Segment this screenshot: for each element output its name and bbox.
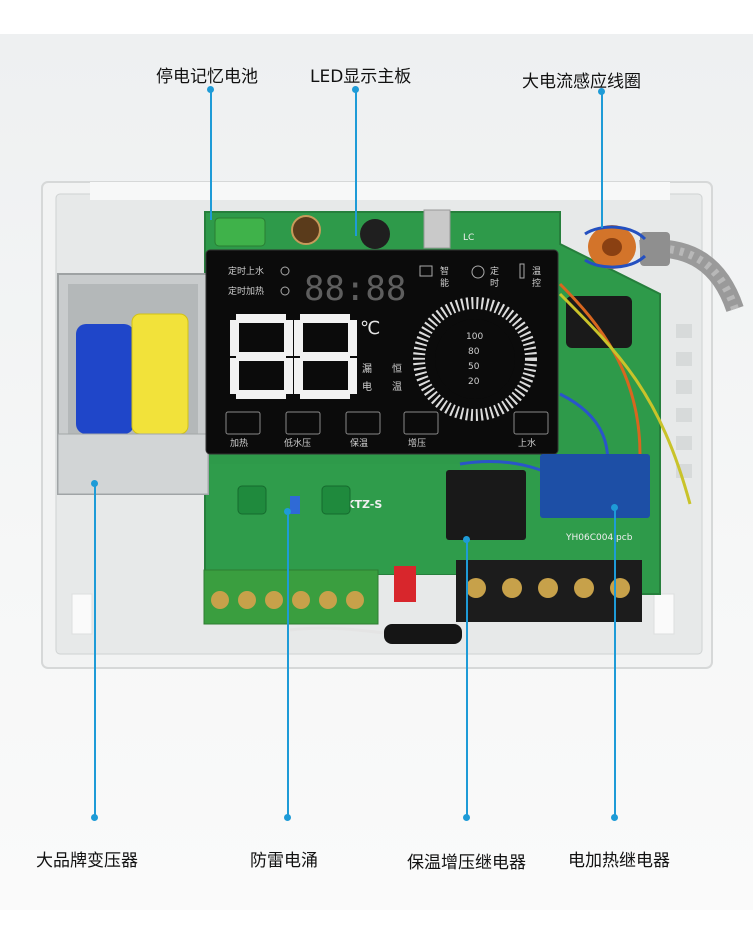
alarm-clock-icon [471, 265, 485, 279]
lcd-btn-keep-warm: 保温 [350, 437, 368, 449]
gauge-tick-20: 20 [468, 377, 480, 387]
gauge-tick-100: 100 [466, 332, 483, 342]
voltage-regulator [423, 209, 451, 249]
lcd-timing: 定 [490, 265, 499, 277]
lcd-timing2: 时 [490, 277, 499, 289]
label-current-coil: 大电流感应线圈 [522, 72, 641, 92]
thermometer-icon [519, 263, 525, 279]
lcd-timer-water: 定时上水 [228, 265, 264, 277]
guide-line [94, 486, 96, 816]
guide-dot [91, 480, 98, 487]
lcd-smart: 智 [440, 265, 449, 277]
guide-line [614, 508, 616, 818]
lcd-smart2: 能 [440, 277, 449, 289]
backup-battery [214, 217, 266, 247]
keep-warm-button-icon [345, 411, 381, 435]
guide-dot [91, 814, 98, 821]
lcd-clock: 88:88 [304, 269, 406, 309]
smart-icon [419, 265, 433, 277]
guide-dot [463, 536, 470, 543]
dip-switch [394, 566, 416, 602]
lcd-leak: 漏 [362, 363, 372, 375]
guide-dot [463, 814, 470, 821]
guide-dot [207, 86, 214, 93]
lcd-btn-water-in: 上水 [518, 437, 536, 449]
water-in-button-icon [513, 411, 549, 435]
boost-button-icon [403, 411, 439, 435]
low-pressure-button-icon [285, 411, 321, 435]
lcd-temp: 温 [392, 381, 402, 393]
label-surge-protection: 防雷电涌 [250, 851, 318, 871]
controller-photo: 定时上水 定时加热 88:88 ℃ 漏 电 恒 温 [0, 34, 753, 910]
lcd-big-digits [230, 314, 357, 399]
label-transformer: 大品牌变压器 [36, 851, 138, 871]
buzzer [360, 219, 390, 249]
guide-line [601, 92, 603, 228]
guide-dot [611, 504, 618, 511]
board-model: KTZ-S [346, 498, 382, 511]
guide-line [210, 90, 212, 220]
guide-dot [598, 88, 605, 95]
transformer [57, 273, 209, 495]
guide-line [466, 540, 468, 818]
guide-dot [611, 814, 618, 821]
guide-dot [284, 508, 291, 515]
guide-line [355, 90, 357, 236]
lcd-btn-low-pressure: 低水压 [284, 437, 311, 449]
label-backup-battery: 停电记忆电池 [156, 67, 258, 87]
lcd-display: 定时上水 定时加热 88:88 ℃ 漏 电 恒 温 [205, 249, 559, 455]
lcd-btn-boost: 增压 [408, 437, 426, 449]
lcd-celsius: ℃ [360, 318, 380, 339]
heat-button-icon [225, 411, 261, 435]
heater-relay [540, 454, 650, 518]
guide-dot [352, 86, 359, 93]
lcd-timer-heat: 定时加热 [228, 285, 264, 297]
green-terminal-block [203, 569, 379, 625]
label-keep-warm-relay: 保温增压继电器 [407, 853, 526, 873]
capacitor [291, 215, 321, 245]
gauge-tick-80: 80 [468, 347, 480, 357]
current-coil [584, 225, 647, 269]
lcd-button-row: 加热 低水压 保温 增压 上水 [225, 411, 549, 449]
lcd-water-temp2: 控 [532, 277, 541, 289]
water-level-gauge: 100 80 50 20 [413, 297, 537, 421]
surge-varistor [237, 485, 267, 515]
guide-line [287, 512, 289, 818]
keep-warm-relay [446, 470, 526, 540]
large-capacitor [566, 296, 632, 348]
lcd-btn-heat: 加热 [230, 437, 248, 449]
temperature-probe [384, 624, 462, 644]
lcd-water-temp: 温 [532, 266, 541, 277]
lcd-electric: 电 [362, 380, 372, 393]
board-pcb-id: YH06C004.pcb [565, 533, 633, 543]
controller-illustration: 定时上水 定时加热 88:88 ℃ 漏 电 恒 温 [41, 181, 744, 669]
guide-dot [284, 814, 291, 821]
gauge-tick-50: 50 [468, 362, 480, 372]
lcd-constant: 恒 [392, 362, 402, 375]
label-heater-relay: 电加热继电器 [568, 851, 670, 871]
label-led-board: LED显示主板 [310, 67, 412, 87]
board-lc: LC [463, 233, 474, 243]
